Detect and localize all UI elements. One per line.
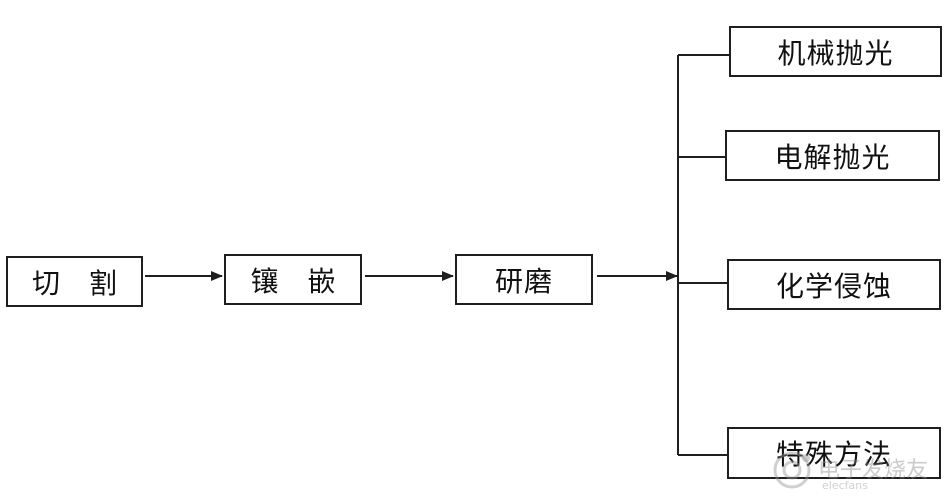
method-chemical-box: 化学侵蚀 bbox=[727, 259, 941, 310]
method-mechanical-label: 机械抛光 bbox=[777, 36, 894, 70]
method-electrolytic-label: 电解抛光 bbox=[774, 140, 891, 174]
step-mount-box: 镶 嵌 bbox=[224, 254, 362, 305]
step-mount-label: 镶 嵌 bbox=[250, 264, 346, 298]
step-grind-label: 研磨 bbox=[494, 264, 553, 298]
method-chemical-label: 化学侵蚀 bbox=[775, 269, 892, 303]
step-cut-label: 切 割 bbox=[32, 266, 127, 300]
method-special-box: 特殊方法 bbox=[727, 427, 941, 479]
method-mechanical-box: 机械抛光 bbox=[729, 26, 942, 77]
step-grind-box: 研磨 bbox=[455, 254, 593, 305]
method-special-label: 特殊方法 bbox=[775, 438, 892, 471]
method-electrolytic-box: 电解抛光 bbox=[725, 130, 940, 181]
step-cut-box: 切 割 bbox=[6, 256, 143, 307]
